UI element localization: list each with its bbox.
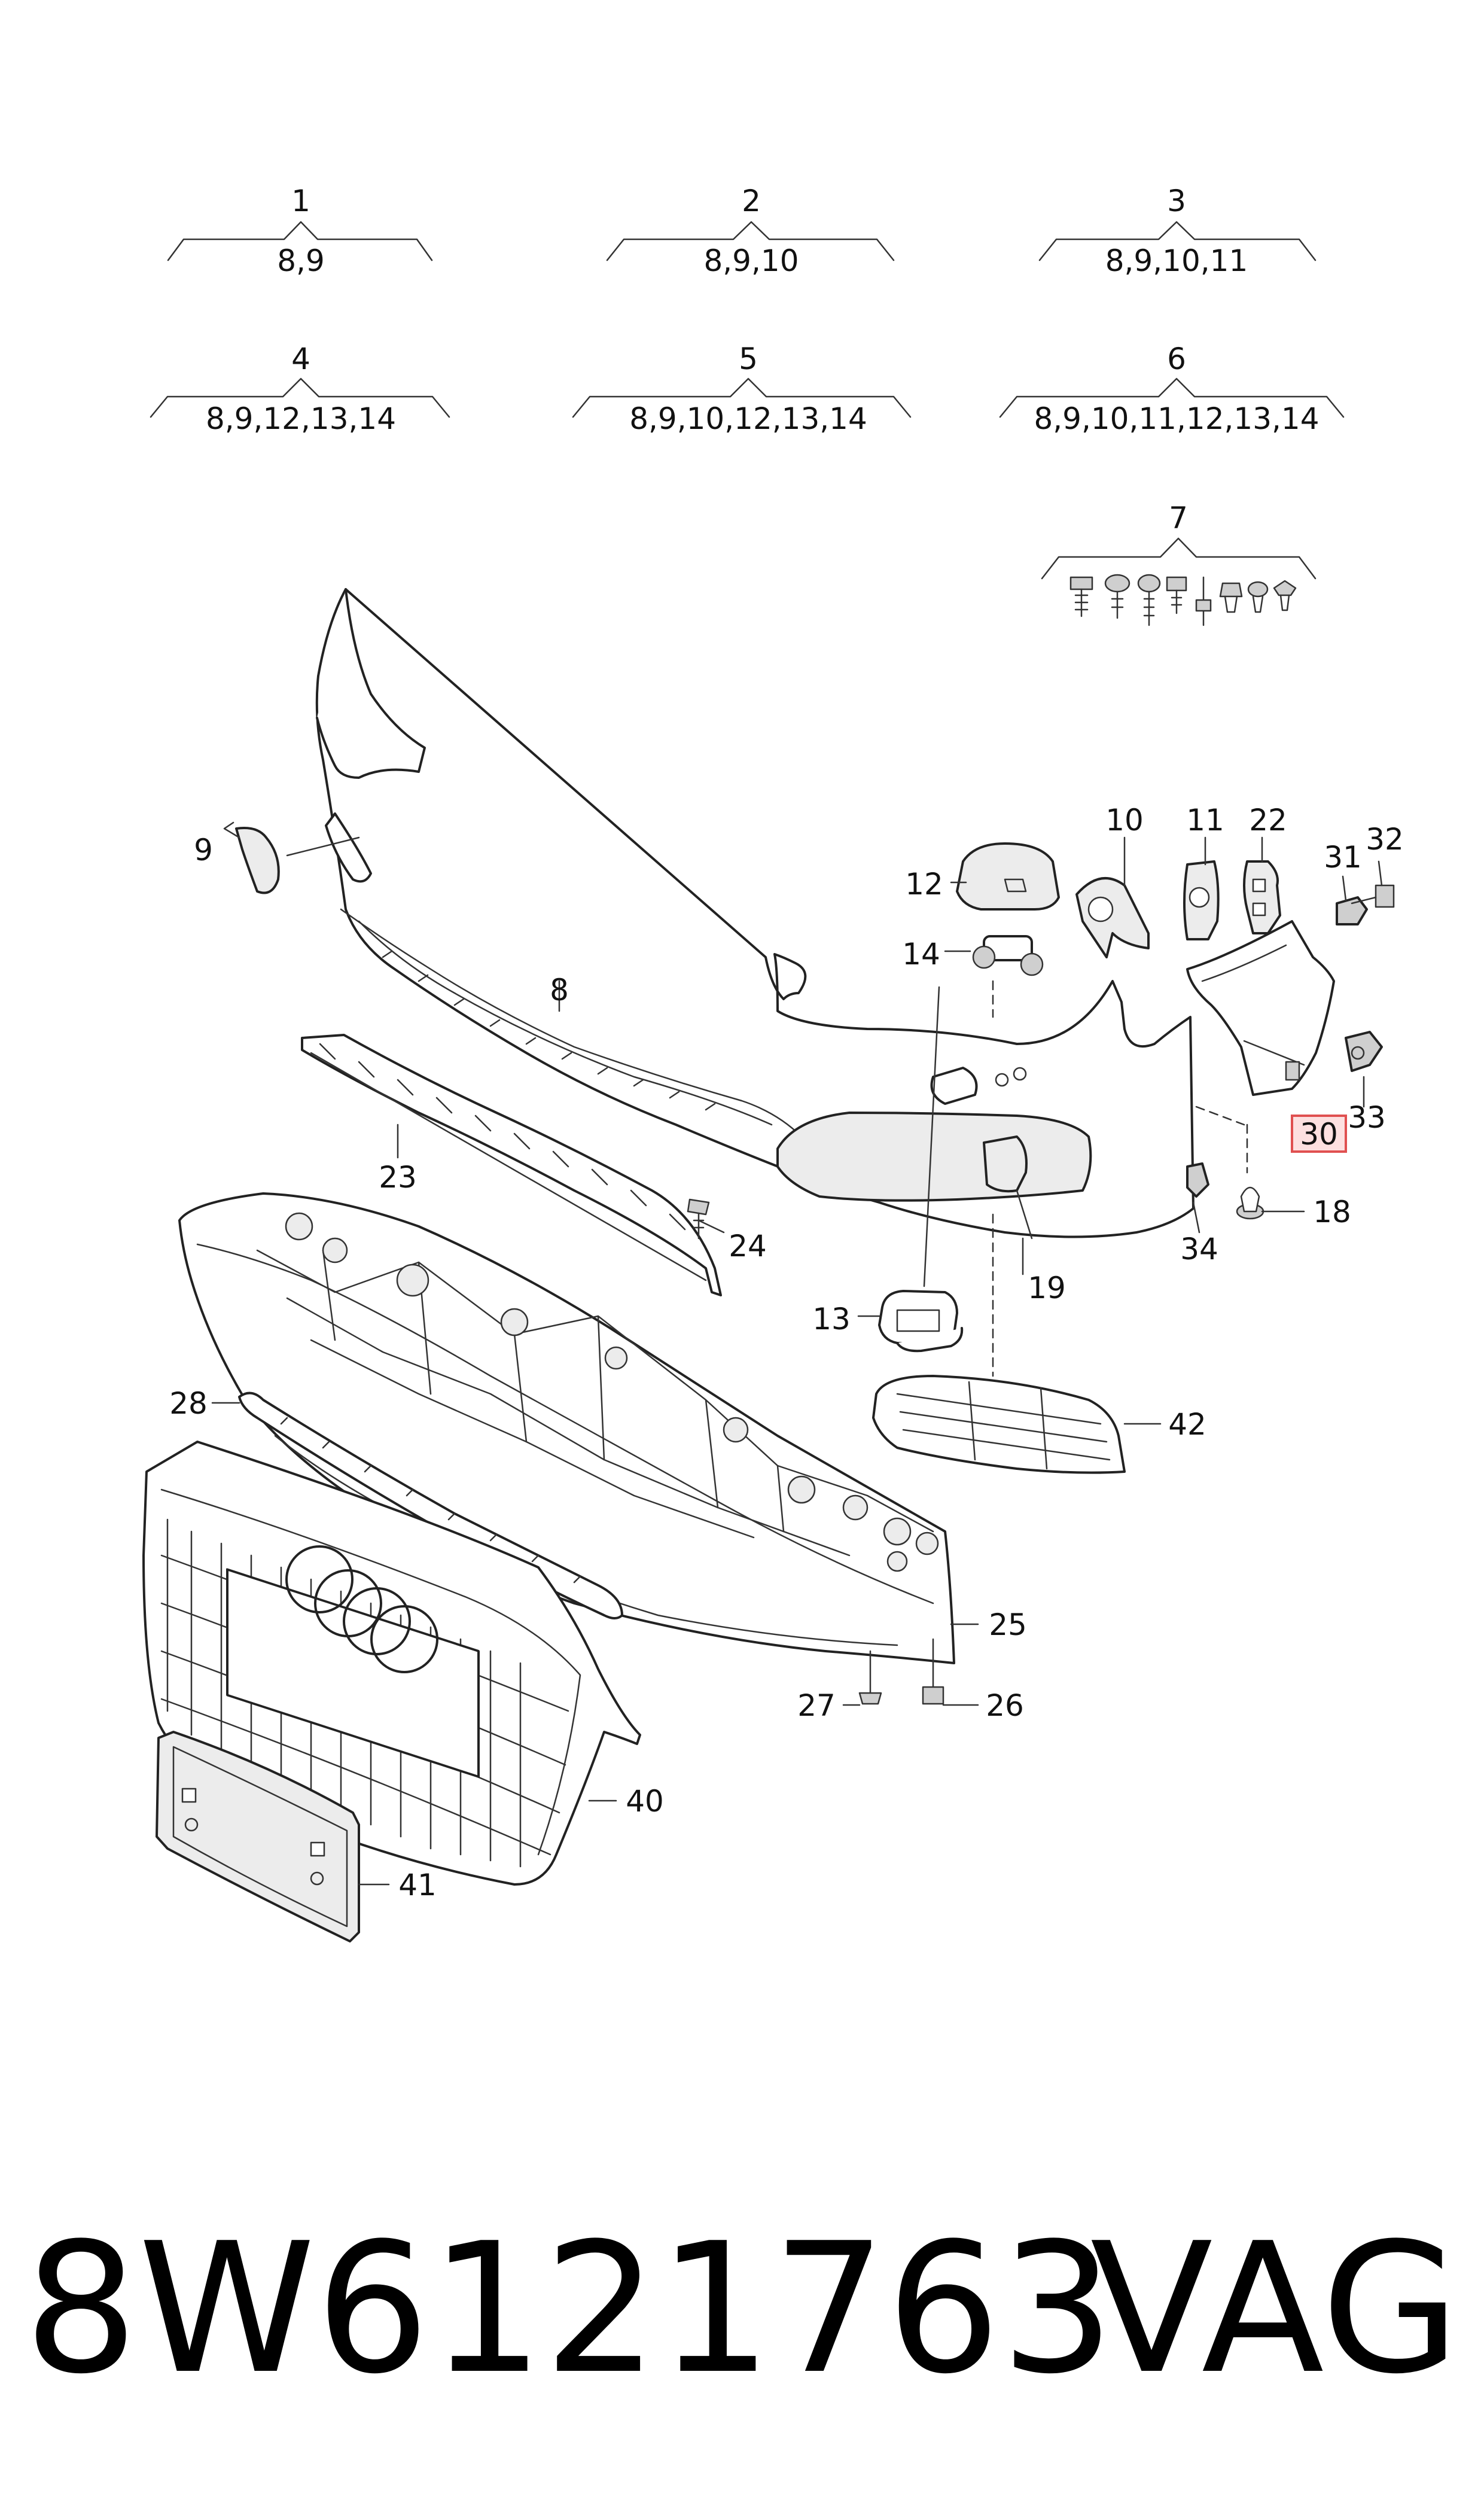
kit-group-6[interactable]: 6 8,9,10,11,12,13,14 bbox=[999, 342, 1345, 436]
kit-number: 1 bbox=[291, 184, 310, 218]
kit-number: 2 bbox=[742, 184, 761, 218]
kit-group-3[interactable]: 3 8,9,10,11 bbox=[1038, 184, 1317, 278]
kit-group-2[interactable]: 2 8,9,10 bbox=[606, 184, 895, 278]
callout-42[interactable]: 42 bbox=[1168, 1407, 1206, 1442]
kit-group-5[interactable]: 5 8,9,10,12,13,14 bbox=[572, 342, 912, 436]
part-9-cap[interactable] bbox=[223, 821, 360, 894]
part-13-cover[interactable] bbox=[878, 1290, 964, 1353]
kit-parts: 8,9,12,13,14 bbox=[206, 401, 396, 436]
kit-group-1[interactable]: 1 8,9 bbox=[167, 184, 433, 278]
callout-30-highlight bbox=[1291, 1115, 1347, 1153]
part-18-rivet[interactable] bbox=[1236, 1186, 1264, 1220]
callout-30[interactable]: 30 bbox=[1300, 1117, 1338, 1152]
callout-19[interactable]: 19 bbox=[1028, 1271, 1066, 1305]
callout-9[interactable]: 9 bbox=[194, 833, 213, 867]
callout-40[interactable]: 40 bbox=[626, 1784, 664, 1819]
kit-number: 6 bbox=[1167, 342, 1186, 376]
callout-14[interactable]: 14 bbox=[902, 937, 940, 972]
part-22-bracket[interactable] bbox=[1243, 860, 1281, 934]
callout-33[interactable]: 33 bbox=[1348, 1100, 1386, 1135]
kit-number: 4 bbox=[291, 342, 310, 376]
part-31-nut[interactable] bbox=[1336, 896, 1368, 925]
callout-27[interactable]: 27 bbox=[797, 1688, 836, 1723]
callout-12[interactable]: 12 bbox=[905, 867, 943, 902]
part-14-clip[interactable] bbox=[972, 935, 1044, 1018]
part-27-screw[interactable] bbox=[858, 1650, 882, 1705]
kit-parts: 8,9,10,12,13,14 bbox=[629, 401, 867, 436]
kit-number: 7 bbox=[1169, 501, 1188, 535]
bumper-cover[interactable] bbox=[315, 588, 1194, 1238]
part-41-plate-holder[interactable] bbox=[156, 1731, 360, 1942]
kit-parts: 8,9,10,11 bbox=[1105, 243, 1248, 278]
part-24-screw[interactable] bbox=[687, 1198, 710, 1240]
callout-18[interactable]: 18 bbox=[1313, 1195, 1351, 1229]
callout-24[interactable]: 24 bbox=[729, 1229, 767, 1263]
callout-22[interactable]: 22 bbox=[1249, 803, 1287, 838]
part-32-screw[interactable] bbox=[1351, 884, 1395, 908]
callout-8[interactable]: 8 bbox=[550, 973, 569, 1007]
callouts: 8 9 10 11 12 13 14 18 19 22 23 24 25 26 … bbox=[169, 803, 1404, 1902]
part-10-mount[interactable] bbox=[1075, 877, 1150, 958]
part-33-clip[interactable] bbox=[1345, 1031, 1383, 1072]
callout-23[interactable]: 23 bbox=[379, 1160, 417, 1195]
callout-11[interactable]: 11 bbox=[1186, 803, 1224, 838]
part-26-screw[interactable] bbox=[922, 1638, 944, 1705]
kit-group-7[interactable]: 7 bbox=[1041, 501, 1317, 626]
fastener-set-icon bbox=[1069, 574, 1297, 626]
part-11-sensor-holder[interactable] bbox=[1183, 860, 1220, 940]
kit-number: 3 bbox=[1167, 184, 1186, 218]
kit-group-4[interactable]: 4 8,9,12,13,14 bbox=[150, 342, 450, 436]
callout-10[interactable]: 10 bbox=[1105, 803, 1144, 838]
brand-label: VAG bbox=[1090, 2205, 1460, 2413]
kit-number: 5 bbox=[739, 342, 758, 376]
kit-parts: 8,9,10 bbox=[703, 243, 799, 278]
part-19-bracket[interactable] bbox=[983, 1135, 1033, 1240]
part-30-bumper-guide-bracket[interactable] bbox=[1186, 920, 1335, 1174]
leader-lines bbox=[211, 836, 1383, 1886]
callout-34[interactable]: 34 bbox=[1180, 1232, 1218, 1266]
part-12-cover[interactable] bbox=[956, 842, 1060, 911]
callout-25[interactable]: 25 bbox=[989, 1607, 1027, 1642]
kit-parts: 8,9,10,11,12,13,14 bbox=[1034, 401, 1319, 436]
callout-31[interactable]: 31 bbox=[1324, 840, 1362, 875]
callout-41[interactable]: 41 bbox=[398, 1868, 437, 1902]
part-23-strip-bracket[interactable] bbox=[301, 1034, 722, 1296]
part-42-side-grille[interactable] bbox=[872, 1375, 1126, 1474]
callout-26[interactable]: 26 bbox=[986, 1688, 1024, 1723]
callout-13[interactable]: 13 bbox=[812, 1302, 851, 1336]
kit-parts: 8,9 bbox=[277, 243, 325, 278]
part-number: 8W6121763 bbox=[24, 2205, 1115, 2413]
callout-28[interactable]: 28 bbox=[169, 1386, 208, 1421]
part-34-clip[interactable] bbox=[1186, 1162, 1209, 1198]
callout-32[interactable]: 32 bbox=[1366, 822, 1404, 857]
